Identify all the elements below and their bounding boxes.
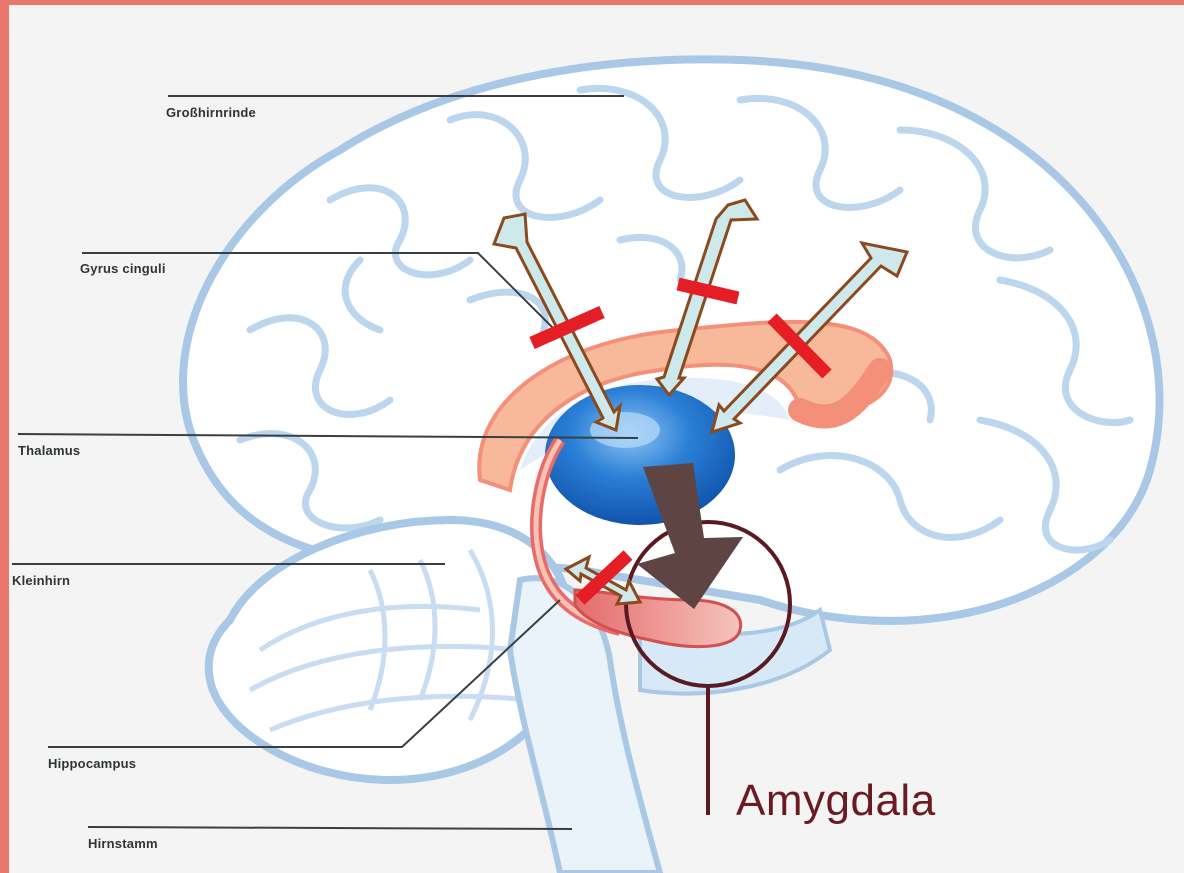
label-thalamus: Thalamus <box>18 443 80 458</box>
brain-diagram <box>9 5 1184 873</box>
label-cortex: Großhirnrinde <box>166 105 256 120</box>
diagram-panel <box>9 5 1184 873</box>
label-brainstem: Hirnstamm <box>88 836 158 851</box>
label-hippocampus: Hippocampus <box>48 756 136 771</box>
label-cingulate-gyrus: Gyrus cinguli <box>80 261 166 276</box>
label-amygdala: Amygdala <box>736 776 936 826</box>
label-cerebellum: Kleinhirn <box>12 573 70 588</box>
thalamus <box>545 385 735 525</box>
